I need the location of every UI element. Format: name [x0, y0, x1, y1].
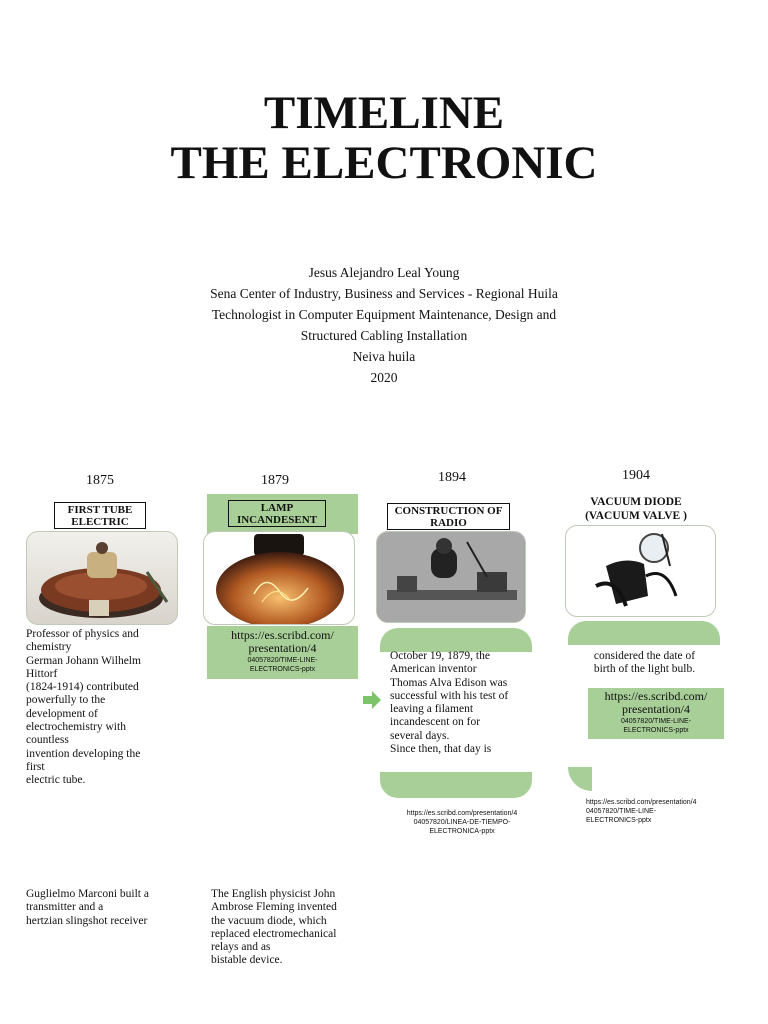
- title-line1: TIMELINE: [263, 87, 505, 139]
- event-label-1894: CONSTRUCTION OF RADIO: [387, 503, 510, 530]
- event-text-1875: Professor of physics and chemistry Germa…: [26, 628, 161, 788]
- text-line: German Johann Wilhelm: [26, 654, 141, 667]
- text-line: Professor of physics and: [26, 628, 139, 640]
- event-text-1904: considered the date of birth of the ligh…: [572, 650, 717, 677]
- author-block: Jesus Alejandro Leal Young Sena Center o…: [0, 262, 768, 388]
- text-line: The English physicist John: [211, 888, 336, 900]
- lamp-icon: [216, 534, 344, 624]
- green-cap-top-1894: [380, 628, 532, 652]
- label-line: VACUUM DIODE: [590, 496, 682, 508]
- year-1875: 1875: [86, 473, 114, 488]
- text-line: transmitter and a: [26, 901, 104, 914]
- text-line: incandescent on for: [390, 716, 481, 729]
- text-line: development of: [26, 707, 98, 720]
- text-line: bistable device.: [211, 954, 283, 967]
- text-line: leaving a filament: [390, 703, 474, 716]
- text-line: successful with his test of: [390, 689, 509, 702]
- green-cap-bottom-1904: [568, 767, 592, 791]
- source-line[interactable]: https://es.scribd.com/presentation/4: [586, 799, 697, 806]
- title-line2: THE ELECTRONIC: [170, 137, 598, 189]
- author-name: Jesus Alejandro Leal Young: [308, 265, 460, 280]
- marconi-note: Guglielmo Marconi built a transmitter an…: [26, 888, 176, 928]
- year-1879: 1879: [261, 473, 289, 488]
- text-line: Guglielmo Marconi built a: [26, 888, 149, 900]
- text-line: electric tube.: [26, 774, 86, 787]
- fleming-note: The English physicist John Ambrose Flemi…: [211, 888, 361, 968]
- label-line: RADIO: [430, 517, 467, 529]
- author-center: Sena Center of Industry, Business and Se…: [210, 286, 558, 301]
- year-1894: 1894: [438, 470, 466, 485]
- label-line: ELECTRIC: [71, 516, 129, 528]
- text-line: relays and as: [211, 941, 271, 954]
- source-line[interactable]: 04057820/LINEA-DE-TIEMPO-: [413, 819, 511, 826]
- source-1904[interactable]: https://es.scribd.com/presentation/4 040…: [586, 798, 716, 825]
- green-cap-bottom-1894: [380, 772, 532, 798]
- text-line: Hittorf: [26, 667, 58, 680]
- tube-photo: [26, 531, 178, 625]
- link-line[interactable]: https://es.scribd.com/: [604, 689, 708, 703]
- tube-icon: [39, 542, 169, 618]
- lamp-photo: [203, 531, 355, 625]
- arrow-right-icon: [363, 691, 381, 709]
- source-line[interactable]: https://es.scribd.com/presentation/4: [406, 810, 518, 817]
- source-1894[interactable]: https://es.scribd.com/presentation/4 040…: [392, 809, 532, 836]
- label-line: FIRST TUBE: [67, 504, 133, 516]
- text-line: Since then, that day is: [390, 743, 492, 756]
- text-line: October 19, 1879, the: [390, 650, 490, 662]
- diode-photo: [565, 525, 716, 617]
- event-text-1894: October 19, 1879, the American inventor …: [390, 650, 530, 756]
- event-label-1875: FIRST TUBE ELECTRIC: [54, 502, 146, 529]
- author-city: Neiva huila: [352, 349, 416, 364]
- radio-photo: [376, 531, 526, 623]
- text-line: countless: [26, 734, 69, 747]
- text-line: American inventor: [390, 663, 477, 676]
- text-line: hertzian slingshot receiver: [26, 914, 148, 927]
- text-line: chemistry: [26, 641, 72, 654]
- year-1904: 1904: [622, 468, 650, 483]
- source-line[interactable]: ELECTRONICS-pptx: [586, 817, 652, 824]
- link-box-1904[interactable]: https://es.scribd.com/ presentation/4 04…: [588, 688, 724, 739]
- text-line: electrochemistry with: [26, 721, 126, 734]
- text-line: several days.: [390, 729, 450, 742]
- event-label-1904: VACUUM DIODE (VACUUM VALVE ): [566, 495, 706, 523]
- text-line: replaced electromechanical: [211, 927, 337, 940]
- link-box-1879[interactable]: https://es.scribd.com/ presentation/4 04…: [207, 626, 358, 679]
- text-line: the vacuum diode, which: [211, 914, 327, 927]
- author-program-2: Structured Cabling Installation: [300, 328, 468, 343]
- label-line: INCANDESENT: [236, 514, 318, 526]
- link-small[interactable]: 04057820/TIME-LINE-ELECTRONICS-pptx: [620, 718, 692, 734]
- diode-icon: [595, 533, 678, 607]
- link-line[interactable]: presentation/4: [622, 702, 690, 716]
- label-line: (VACUUM VALVE ): [585, 510, 687, 522]
- link-line[interactable]: https://es.scribd.com/: [231, 628, 334, 642]
- text-line: Ambrose Fleming invented: [211, 901, 337, 914]
- author-program-1: Technologist in Computer Equipment Maint…: [211, 307, 557, 322]
- label-line: CONSTRUCTION OF: [394, 505, 503, 517]
- text-line: Thomas Alva Edison was: [390, 676, 508, 689]
- radio-icon: [377, 532, 525, 622]
- text-line: considered the date of: [593, 650, 696, 662]
- author-year: 2020: [370, 370, 398, 385]
- text-line: first: [26, 760, 45, 773]
- text-line: powerfully to the: [26, 694, 106, 707]
- event-label-1879: LAMP INCANDESENT: [228, 500, 326, 527]
- label-line: LAMP: [260, 502, 294, 514]
- source-line[interactable]: 04057820/TIME-LINE-: [586, 808, 657, 815]
- text-line: invention developing the: [26, 747, 141, 760]
- link-small[interactable]: 04057820/TIME-LINE-ELECTRONICS-pptx: [247, 657, 318, 673]
- link-line[interactable]: presentation/4: [248, 641, 317, 655]
- text-line: (1824-1914) contributed: [26, 681, 139, 694]
- green-cap-top-1904: [568, 621, 720, 645]
- source-line[interactable]: ELECTRONICA-pptx: [429, 828, 495, 835]
- text-line: birth of the light bulb.: [593, 663, 696, 676]
